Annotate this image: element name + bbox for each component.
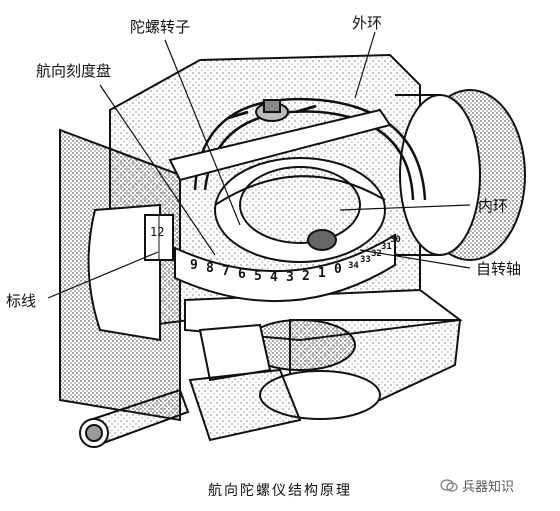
scale-31: 31 xyxy=(381,242,392,252)
scale-34: 34 xyxy=(348,261,359,271)
label-index-line: 标线 xyxy=(6,292,37,310)
rotor xyxy=(214,157,386,263)
watermark: 兵器知识 xyxy=(440,476,514,495)
dial-scale: 12 9 8 7 6 5 4 3 2 1 0 34 33 32 31 30 xyxy=(150,225,401,285)
leader-lines xyxy=(47,31,471,299)
scale-1: 8 xyxy=(206,261,214,276)
label-dial: 航向刻度盘 xyxy=(36,62,112,80)
scale-2: 7 xyxy=(222,264,230,279)
scale-small: 12 xyxy=(150,225,164,239)
gear-assembly xyxy=(188,319,381,442)
top-knob xyxy=(168,99,392,182)
label-outer-ring: 外环 xyxy=(352,14,383,32)
scale-32: 32 xyxy=(371,249,382,259)
index-frame xyxy=(144,214,174,261)
figure-caption: 航向陀螺仪结构原理 xyxy=(208,483,352,499)
scale-8: 1 xyxy=(318,266,326,281)
scale-0: 9 xyxy=(190,258,198,273)
scale-30: 30 xyxy=(390,235,401,245)
scale-3: 6 xyxy=(238,267,246,282)
chat-bubble-icon xyxy=(440,478,458,492)
watermark-text: 兵器知识 xyxy=(462,480,515,495)
heading-dial xyxy=(174,233,396,303)
scale-4: 5 xyxy=(254,269,262,284)
scale-33: 33 xyxy=(360,255,371,265)
scale-9: 0 xyxy=(334,262,342,277)
scale-5: 4 xyxy=(270,270,278,285)
label-inner-ring: 内环 xyxy=(478,197,509,215)
label-rotor: 陀螺转子 xyxy=(130,18,191,36)
scale-6: 3 xyxy=(286,270,294,285)
adjust-knob xyxy=(79,388,190,448)
scale-7: 2 xyxy=(302,269,310,284)
label-spin-axis: 自转轴 xyxy=(476,260,522,278)
side-cylinder xyxy=(395,89,526,261)
